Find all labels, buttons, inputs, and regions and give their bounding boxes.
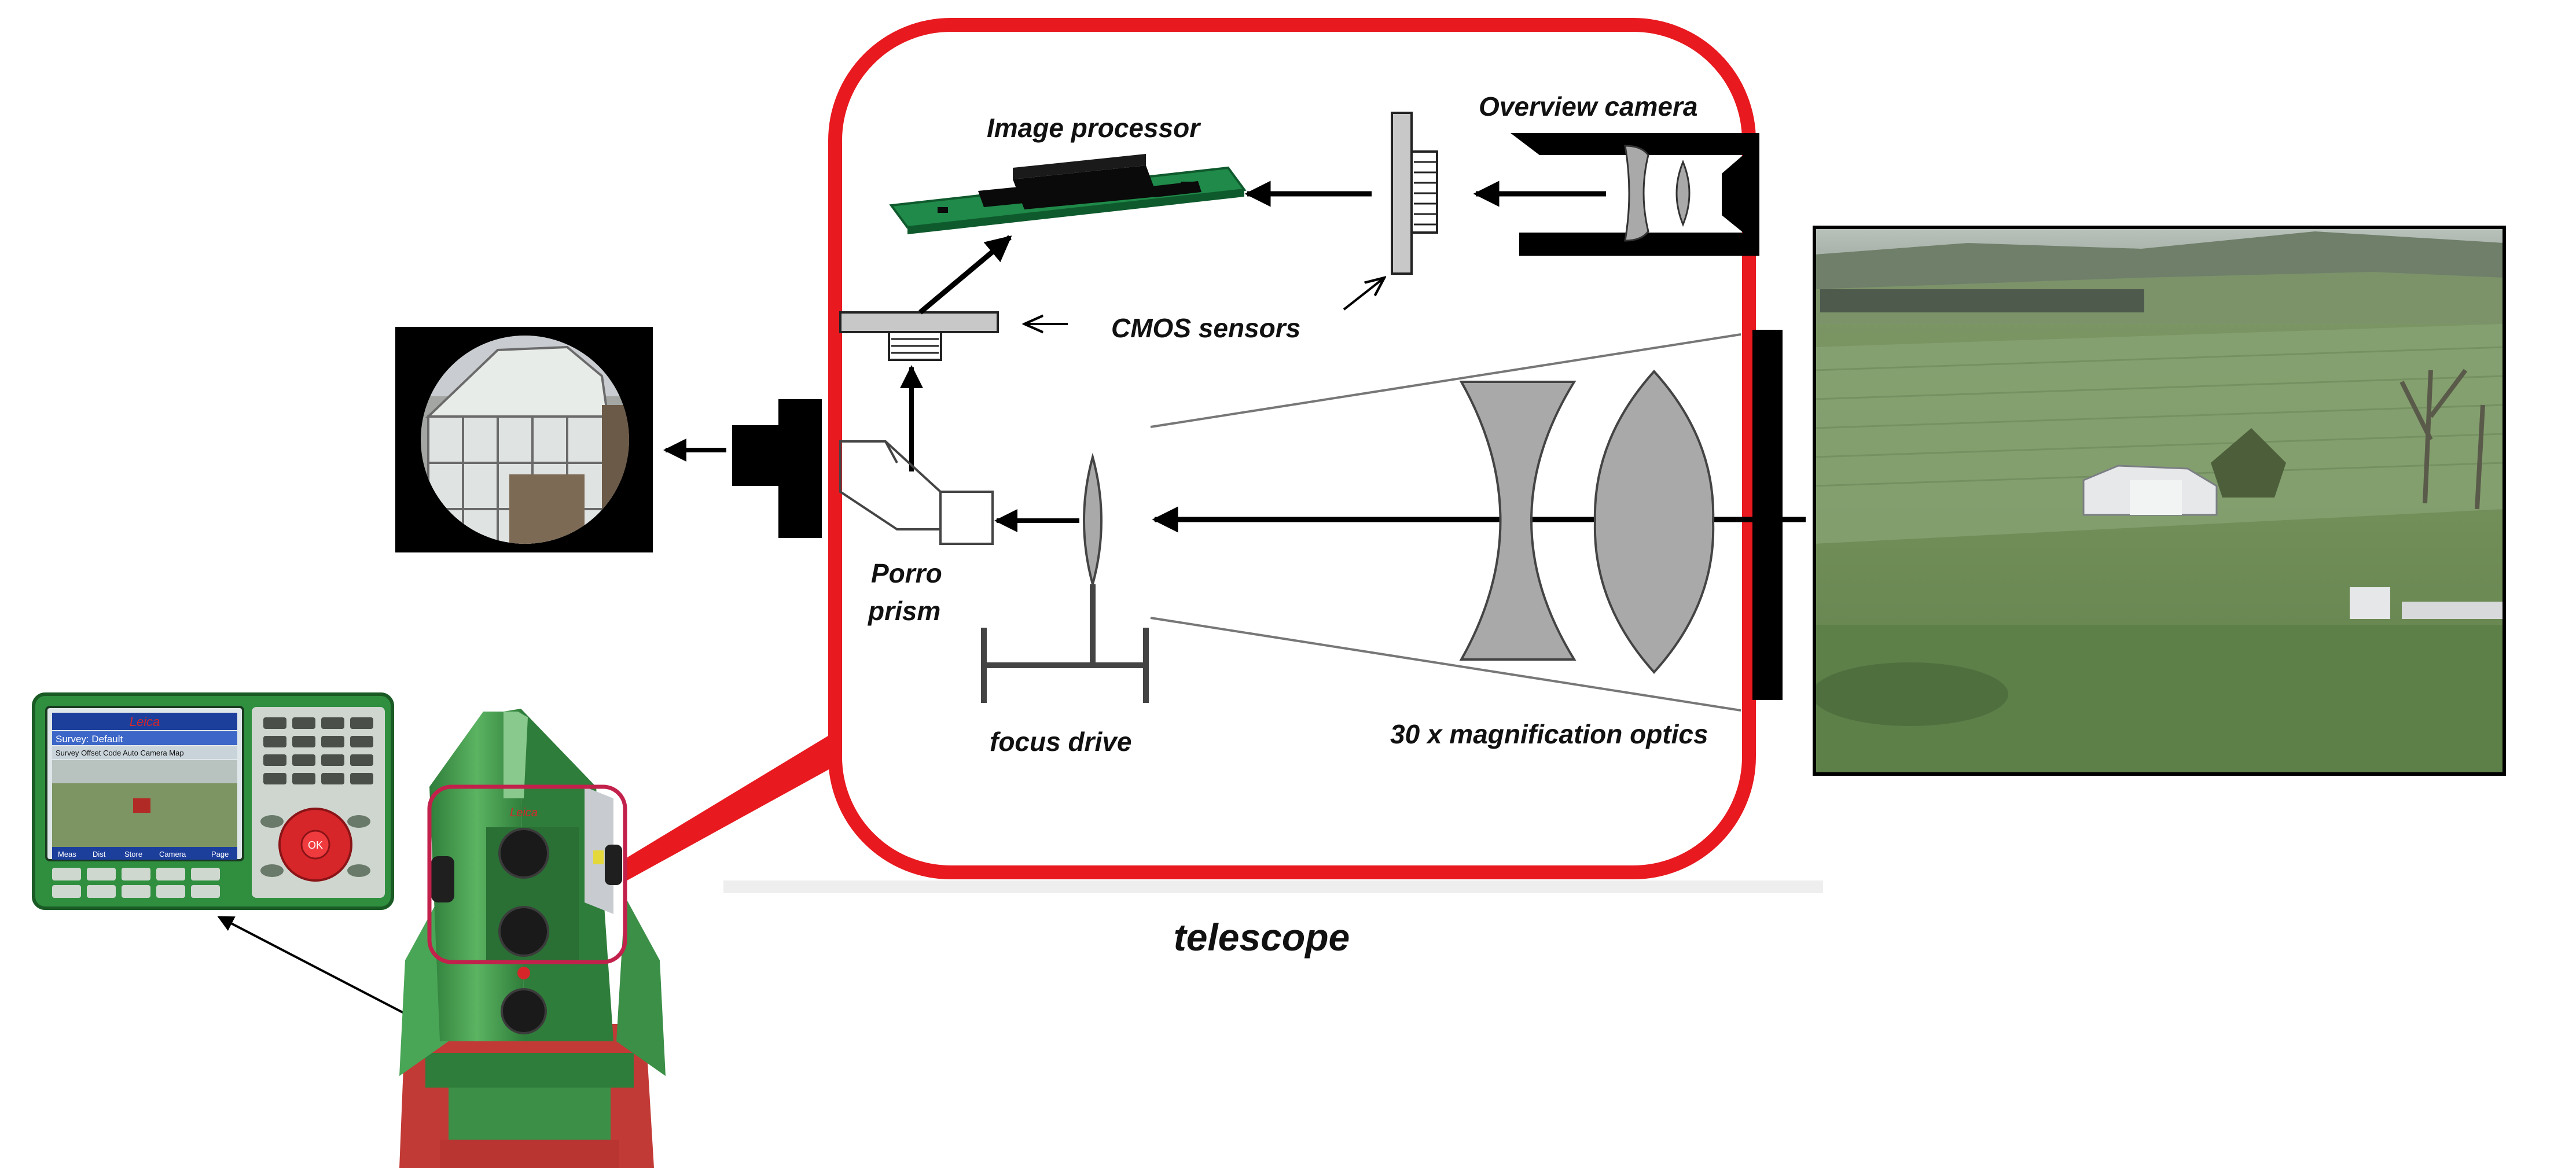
label-telescope: telescope <box>1174 916 1350 959</box>
total-station: Leica <box>399 709 666 1168</box>
controller-softkey-1: Meas <box>58 850 76 859</box>
svg-text:Leica: Leica <box>510 806 538 819</box>
controller-softkey-3: Store <box>124 850 142 859</box>
controller-menu: Survey Offset Code Auto Camera Map <box>56 749 184 757</box>
signal-arrows <box>900 180 1606 471</box>
overview-cmos-sensor <box>1391 112 1438 275</box>
label-porro-prism-line1: Porro <box>871 558 942 588</box>
objective-housing <box>1752 330 1783 700</box>
controller-softkey-2: Dist <box>93 850 106 859</box>
label-porro-prism-line2: prism <box>867 596 940 626</box>
telescope-base-shadow <box>723 880 1823 893</box>
controller-brand: Leica <box>130 714 160 729</box>
focus-drive <box>981 584 1149 703</box>
controller-dpad: OK <box>260 808 370 882</box>
controller-keypad <box>263 717 373 784</box>
controller-softkey-5: Page <box>211 850 229 859</box>
main-cmos-sensor <box>839 311 999 361</box>
label-cmos-sensors: CMOS sensors <box>1111 313 1300 343</box>
controller-ok-key: OK <box>308 839 323 851</box>
label-magnification-optics: 30 x magnification optics <box>1390 719 1708 749</box>
label-focus-drive: focus drive <box>990 727 1131 757</box>
controller-window-title: Survey: Default <box>56 734 123 745</box>
controller-function-keys <box>52 868 220 898</box>
overview-camera <box>1511 133 1759 256</box>
controller-link-arrow <box>217 916 414 1019</box>
image-processor-board <box>889 154 1247 234</box>
magnification-optics <box>1459 370 1715 674</box>
field-controller: Leica Survey: Default Survey Offset Code… <box>32 692 394 910</box>
label-image-processor: Image processor <box>987 113 1201 143</box>
telescope-highlight <box>427 784 627 964</box>
label-overview-camera: Overview camera <box>1479 91 1698 121</box>
porro-prism <box>839 440 994 545</box>
eyepiece <box>663 399 822 538</box>
landscape-photo <box>1813 226 2506 776</box>
controller-softkey-4: Camera <box>159 850 186 859</box>
eyepiece-view <box>395 327 653 552</box>
